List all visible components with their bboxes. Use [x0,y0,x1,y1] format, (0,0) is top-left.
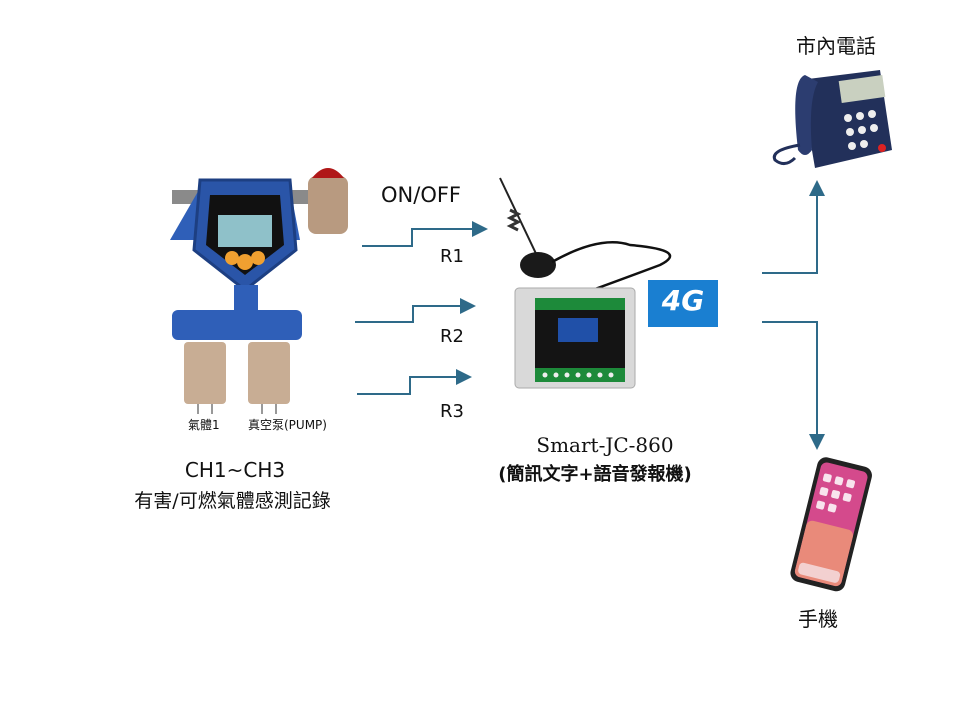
mobile-label: 手機 [798,607,838,631]
gas-detector-image [170,168,348,414]
landline-phone-image [772,70,892,168]
detector-gas-label: 氣體1 [188,418,220,432]
detector-title: CH1~CH3 [184,458,286,482]
relay-signal-label: ON/OFF [381,183,462,207]
mobile-arrow [762,321,825,450]
detector-pump-label: 真空泵(PUMP) [248,418,327,432]
controller-image [499,177,672,389]
4g-badge: 4G [661,284,705,317]
detector-subtitle: 有害/可燃氣體感測記錄 [134,490,331,512]
relay-r3-label: R3 [440,401,464,422]
relay-r1-arrow [362,221,488,247]
landline-arrow [762,180,825,274]
mobile-phone-image [790,457,872,592]
landline-label: 市內電話 [796,34,876,58]
controller-description: (簡訊文字+語音發報機) [498,464,692,485]
relay-r3-arrow [357,369,472,395]
relay-r2-label: R2 [440,326,464,347]
4g-badge-bg [648,280,718,327]
relay-r1-label: R1 [440,246,464,267]
relay-r2-arrow [355,298,476,323]
controller-model: Smart-JC-860 [536,433,674,457]
